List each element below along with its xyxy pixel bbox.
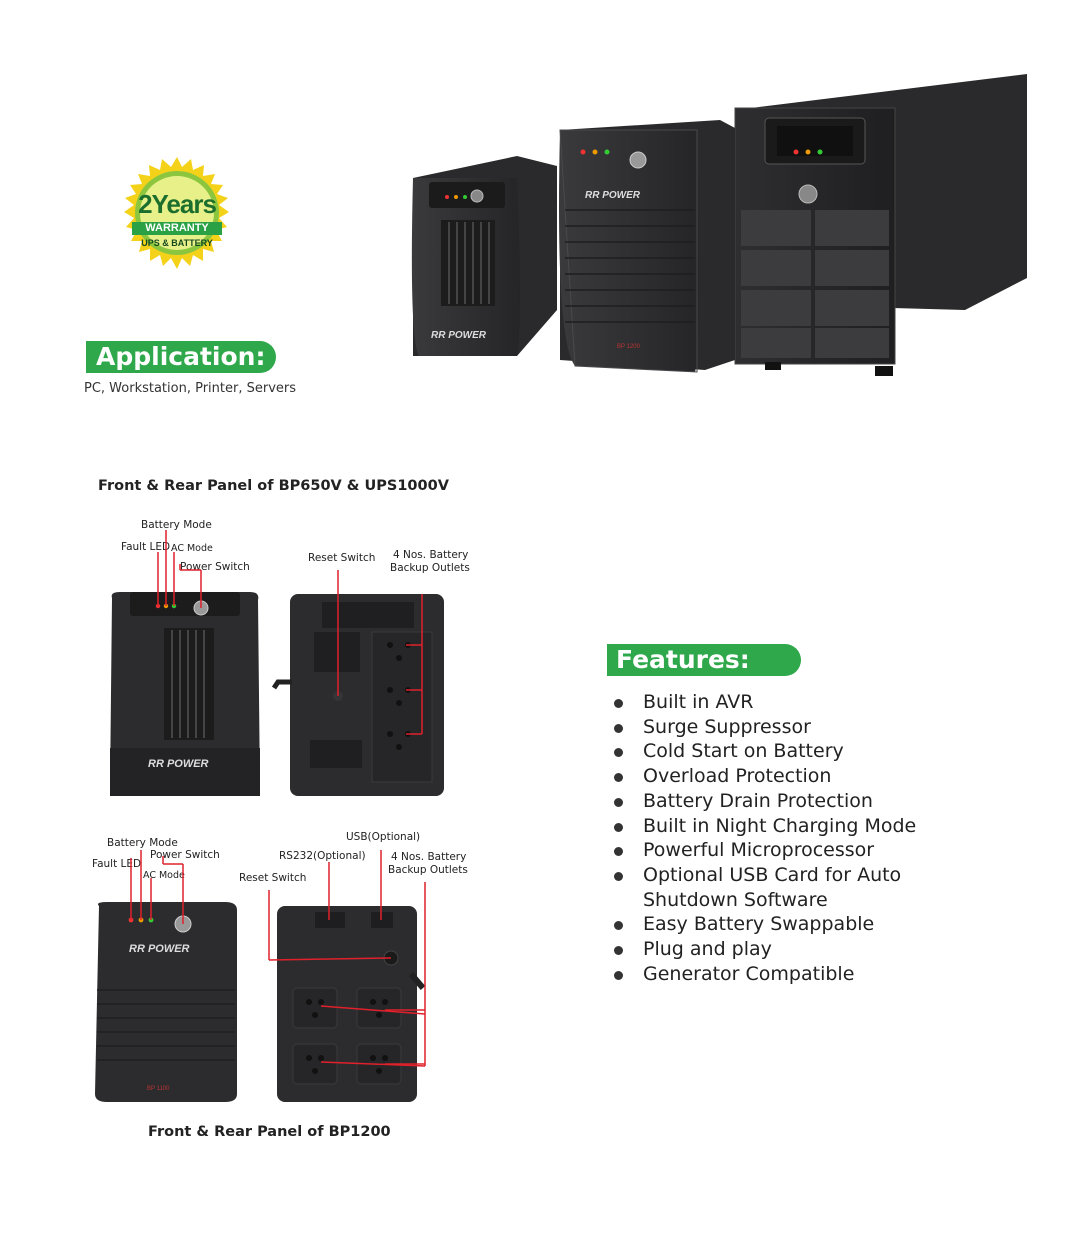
ups-product-lineup-image: RR POWER BP 1200 RR POWER xyxy=(411,74,1027,376)
p2-label-battery-mode: Battery Mode xyxy=(107,837,178,849)
list-item: Powerful Microprocessor xyxy=(612,838,1052,863)
bullet-icon xyxy=(614,773,623,783)
p2-label-fault-led: Fault LED xyxy=(92,858,142,870)
badge-warranty: WARRANTY xyxy=(132,222,222,235)
bullet-icon xyxy=(614,946,623,956)
badge-years: 2Years xyxy=(138,189,217,219)
bullet-icon xyxy=(614,970,623,980)
hero-medium-logo: RR POWER xyxy=(585,190,641,201)
panel2-diagram: RR POWER BP 1100 xyxy=(95,850,426,1102)
list-item: Cold Start on Battery xyxy=(612,739,1052,764)
p2-label-ac-mode: AC Mode xyxy=(143,870,185,881)
p2-label-power-switch: Power Switch xyxy=(150,849,220,861)
features-list: Built in AVR Surge Suppressor Cold Start… xyxy=(612,690,1052,986)
p1-label-fault-led: Fault LED xyxy=(121,541,171,553)
p2-label-rs232: RS232(Optional) xyxy=(279,850,366,862)
list-item: Built in AVR xyxy=(612,690,1052,715)
p2-front-model: BP 1100 xyxy=(147,1086,170,1092)
list-item: Plug and play xyxy=(612,937,1052,962)
p1-label-outlets-1: 4 Nos. Battery xyxy=(393,549,469,561)
list-item: Optional USB Card for Auto Shutdown Soft… xyxy=(612,863,943,912)
p1-label-outlets-2: Backup Outlets xyxy=(390,562,470,574)
bullet-icon xyxy=(614,797,623,807)
panel2-caption: Front & Rear Panel of BP1200 xyxy=(148,1124,391,1140)
list-item: Generator Compatible xyxy=(612,962,1052,987)
bullet-icon xyxy=(614,847,623,857)
bullet-icon xyxy=(614,921,623,931)
p2-label-outlets-2: Backup Outlets xyxy=(388,864,468,876)
bullet-icon xyxy=(614,723,623,733)
features-heading: Features: xyxy=(607,644,801,676)
p2-label-outlets-1: 4 Nos. Battery xyxy=(391,851,467,863)
panel1-caption: Front & Rear Panel of BP650V & UPS1000V xyxy=(98,478,449,494)
application-heading: Application: xyxy=(86,341,276,373)
bullet-icon xyxy=(614,871,623,881)
hero-small-logo: RR POWER xyxy=(431,330,487,341)
bullet-icon xyxy=(614,822,623,832)
p1-label-ac-mode: AC Mode xyxy=(171,543,213,554)
list-item: Battery Drain Protection xyxy=(612,789,1052,814)
bullet-icon xyxy=(614,699,623,708)
list-item: Easy Battery Swappable xyxy=(612,912,1052,937)
p1-label-reset-switch: Reset Switch xyxy=(308,552,376,564)
warranty-badge: 2Years WARRANTY UPS & BATTERY xyxy=(118,155,236,273)
list-item: Surge Suppressor xyxy=(612,715,1052,740)
bullet-icon xyxy=(614,748,623,758)
badge-coverage: UPS & BATTERY xyxy=(141,238,213,248)
p2-label-reset-switch: Reset Switch xyxy=(239,872,307,884)
p1-front-logo: RR POWER xyxy=(148,758,209,770)
hero-medium-model: BP 1200 xyxy=(617,344,641,350)
p2-label-usb: USB(Optional) xyxy=(346,831,421,843)
p2-front-logo: RR POWER xyxy=(129,943,190,955)
list-item: Built in Night Charging Mode xyxy=(612,814,1052,839)
application-text: PC, Workstation, Printer, Servers xyxy=(84,381,297,396)
list-item: Overload Protection xyxy=(612,764,1052,789)
panel1-diagram: RR POWER xyxy=(110,530,444,796)
p1-label-battery-mode: Battery Mode xyxy=(141,519,212,531)
